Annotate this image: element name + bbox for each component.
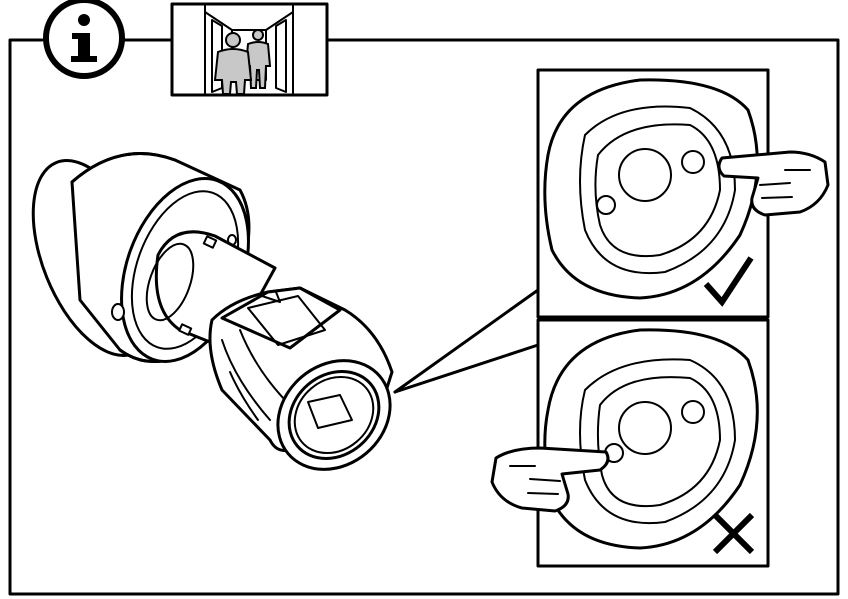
info-icon <box>43 0 125 79</box>
finger-touching-housing-icon <box>543 78 830 300</box>
people-in-corridor-icon <box>170 2 329 97</box>
finger-touching-lens-window-icon <box>490 328 759 550</box>
callout-lines <box>393 288 540 394</box>
cross-mark-icon <box>712 512 755 555</box>
incorrect-panel <box>490 318 770 568</box>
correct-panel <box>536 68 830 319</box>
bullet-camera-icon <box>31 152 394 471</box>
check-mark-icon <box>703 256 754 307</box>
outer-frame <box>8 38 840 596</box>
